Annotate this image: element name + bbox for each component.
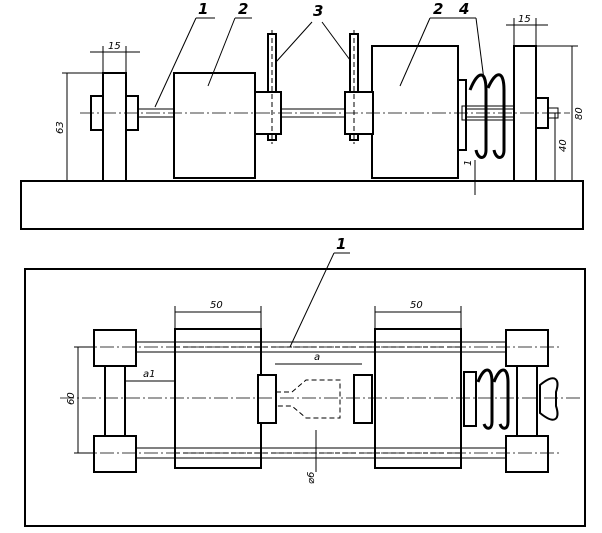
top-clamp-left [257, 374, 277, 424]
top-wing-nut [539, 377, 559, 421]
top-right-plate-lower [505, 435, 549, 473]
top-spring [476, 368, 510, 430]
dim-height-80: 80 [574, 107, 585, 120]
front-base [20, 180, 584, 230]
dim-offset-a1: a1 [143, 369, 156, 380]
front-callout-1: 1 [198, 0, 208, 18]
front-left-plate [102, 72, 127, 182]
top-spring-collar [463, 371, 477, 427]
top-clamp-right [353, 374, 373, 424]
dim-span-a: a [314, 352, 320, 363]
front-block-left [173, 72, 256, 179]
top-view: 1 50 50 a a1 60 ⌀6 [24, 235, 586, 527]
dim-rod-diameter: ⌀6 [306, 472, 317, 484]
dim-height-63: 63 [55, 121, 66, 134]
front-callout-4: 4 [458, 0, 469, 18]
front-callout-3: 3 [313, 2, 323, 20]
dim-base-gap: 1 [463, 160, 474, 166]
top-specimen [275, 379, 341, 419]
top-left-plate-lower [93, 435, 137, 473]
dim-height-40: 40 [558, 139, 569, 152]
top-callout-1: 1 [336, 235, 346, 253]
dim-left-plate-width: 15 [108, 41, 121, 52]
top-left-plate-upper [93, 329, 137, 367]
top-left-bar [104, 365, 126, 437]
front-callout-2-left: 2 [238, 0, 248, 18]
front-callout-2-right: 2 [433, 0, 443, 18]
dim-rail-spacing-60: 60 [66, 392, 77, 405]
front-right-plate [513, 45, 537, 182]
top-right-bar [516, 365, 538, 437]
dim-right-plate-width: 15 [518, 14, 531, 25]
front-view: 1 2 3 2 4 15 15 63 80 40 1 [20, 0, 585, 230]
top-block-left [174, 328, 262, 469]
top-block-right [374, 328, 462, 469]
top-right-plate-upper [505, 329, 549, 367]
dim-block-right-50: 50 [410, 300, 423, 311]
front-spring [468, 73, 506, 159]
dim-block-left-50: 50 [210, 300, 223, 311]
front-block-right [371, 45, 459, 179]
